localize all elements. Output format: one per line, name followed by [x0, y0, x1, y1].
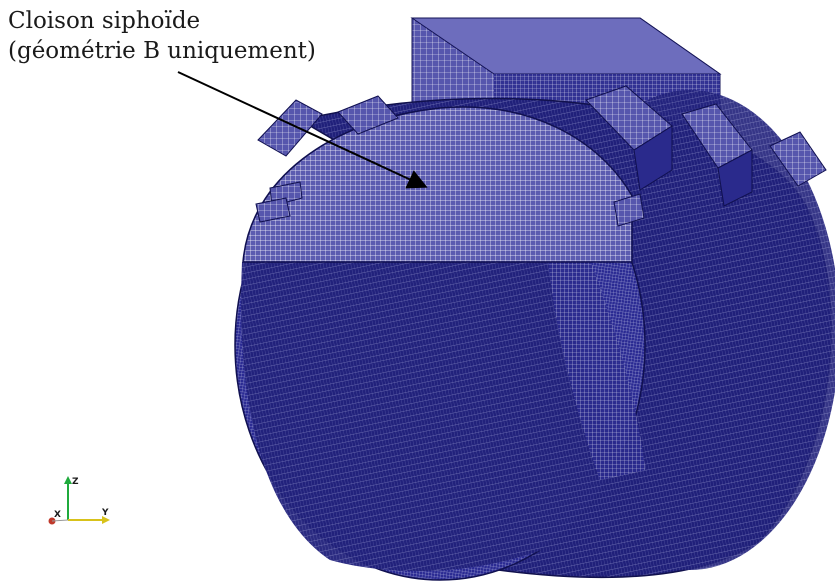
annotation-line-2: (géométrie B uniquement)	[8, 38, 316, 64]
annotation-label: Cloison siphoïde (géométrie B uniquement…	[8, 6, 316, 66]
axis-triad: Z Y X	[48, 476, 110, 525]
z-axis-label: Z	[72, 477, 79, 487]
annotation-arrow	[177, 71, 428, 189]
y-axis-arrow-icon	[102, 516, 110, 524]
nozzle-blocks	[255, 85, 827, 227]
y-axis-label: Y	[101, 508, 109, 518]
z-axis-arrow-icon	[64, 476, 72, 484]
x-axis-label: X	[54, 510, 61, 520]
annotation-line-1: Cloison siphoïde	[8, 8, 201, 34]
